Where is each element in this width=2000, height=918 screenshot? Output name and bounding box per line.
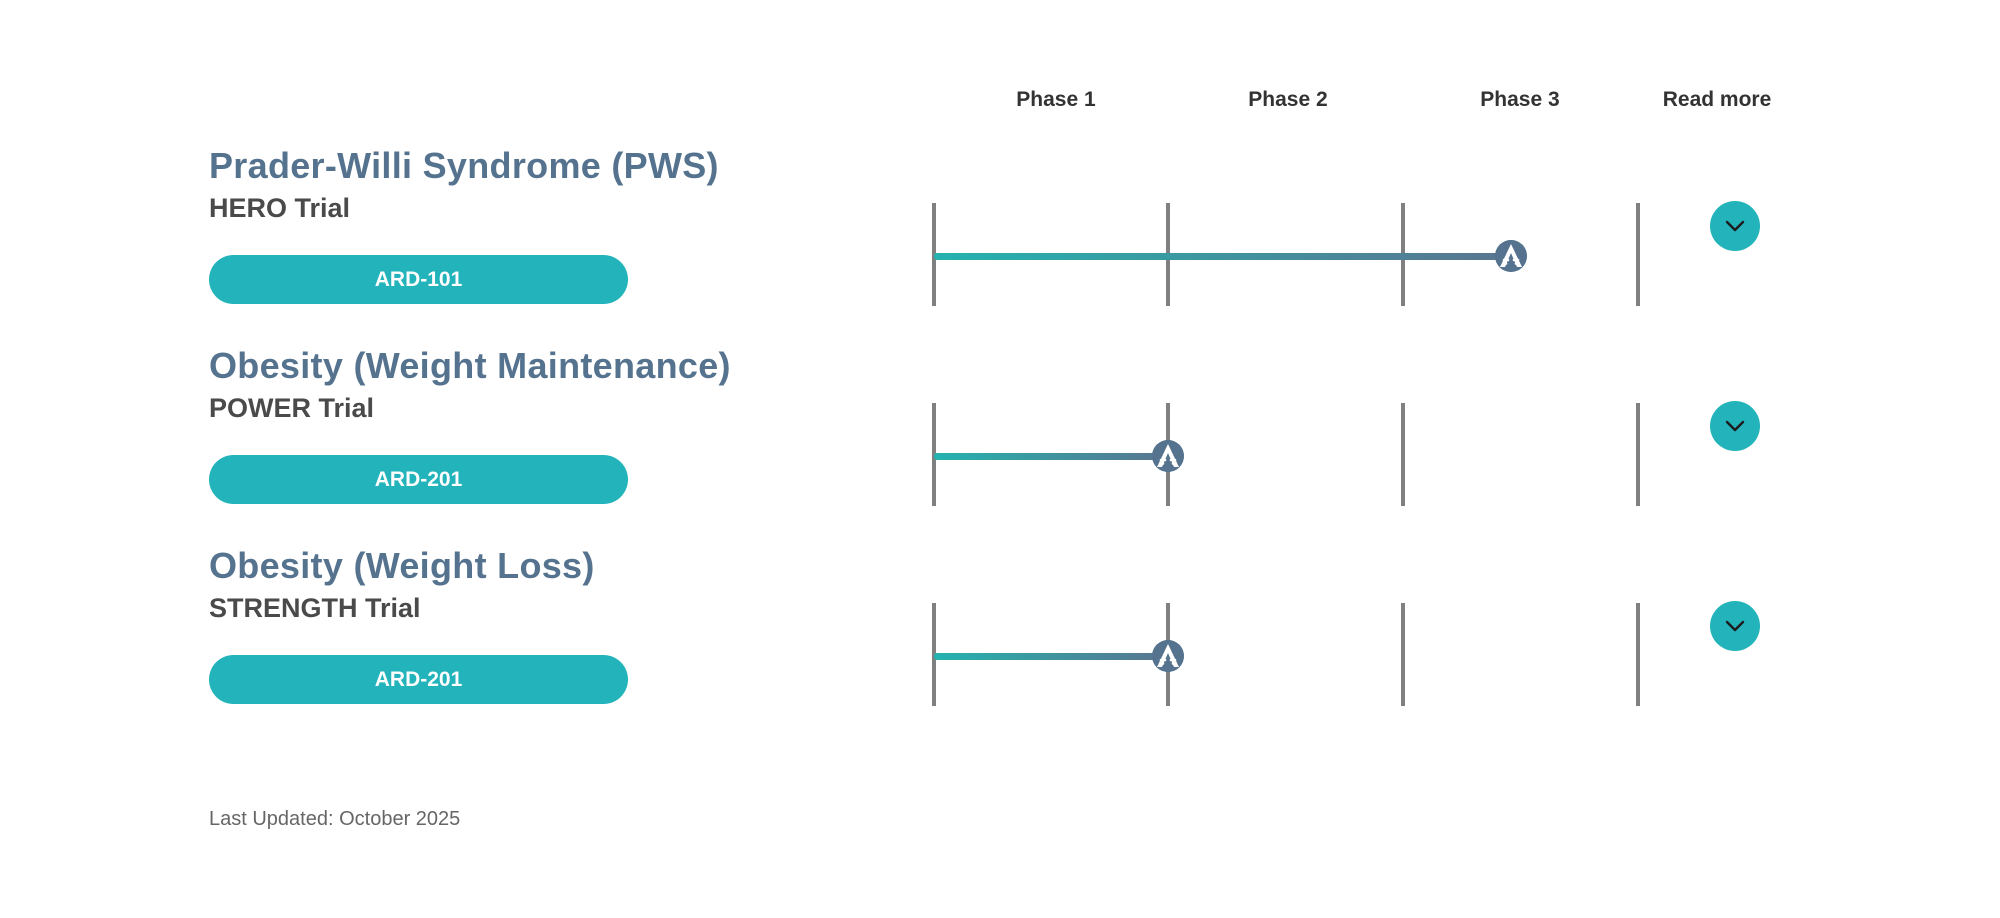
company-logo-icon	[1152, 440, 1184, 472]
phase-divider-3	[1636, 203, 1640, 306]
indication-title: Prader-Willi Syndrome (PWS)	[209, 145, 719, 186]
drug-candidate-badge: ARD-101	[209, 255, 628, 304]
trial-name: STRENGTH Trial	[209, 593, 421, 623]
phase-1-header: Phase 1	[1016, 88, 1096, 111]
phase-divider-3	[1636, 403, 1640, 506]
phase-divider-3	[1636, 603, 1640, 706]
indication-title: Obesity (Weight Maintenance)	[209, 345, 731, 386]
phase-3-header: Phase 3	[1480, 88, 1560, 111]
drug-candidate-badge: ARD-201	[209, 455, 628, 504]
read-more-button[interactable]	[1710, 201, 1760, 251]
progress-bar	[934, 653, 1168, 660]
read-more-button[interactable]	[1710, 401, 1760, 451]
chevron-down-icon	[1725, 620, 1745, 632]
chevron-down-icon	[1725, 220, 1745, 232]
phase-divider-2	[1401, 603, 1405, 706]
read-more-button[interactable]	[1710, 601, 1760, 651]
pipeline-row: Obesity (Weight Maintenance) POWER Trial…	[0, 345, 2000, 545]
read-more-header: Read more	[1662, 88, 1772, 111]
chevron-down-icon	[1725, 420, 1745, 432]
progress-bar	[934, 453, 1168, 460]
company-logo-icon	[1152, 640, 1184, 672]
progress-bar	[934, 253, 1512, 260]
phase-2-header: Phase 2	[1248, 88, 1328, 111]
pipeline-row: Prader-Willi Syndrome (PWS) HERO Trial A…	[0, 145, 2000, 345]
trial-name: HERO Trial	[209, 193, 351, 223]
indication-title: Obesity (Weight Loss)	[209, 545, 595, 586]
company-logo-icon	[1495, 240, 1528, 272]
drug-candidate-badge: ARD-201	[209, 655, 628, 704]
trial-name: POWER Trial	[209, 393, 375, 423]
last-updated-text: Last Updated: October 2025	[209, 808, 461, 830]
pipeline-row: Obesity (Weight Loss) STRENGTH Trial ARD…	[0, 545, 2000, 745]
phase-divider-2	[1401, 403, 1405, 506]
